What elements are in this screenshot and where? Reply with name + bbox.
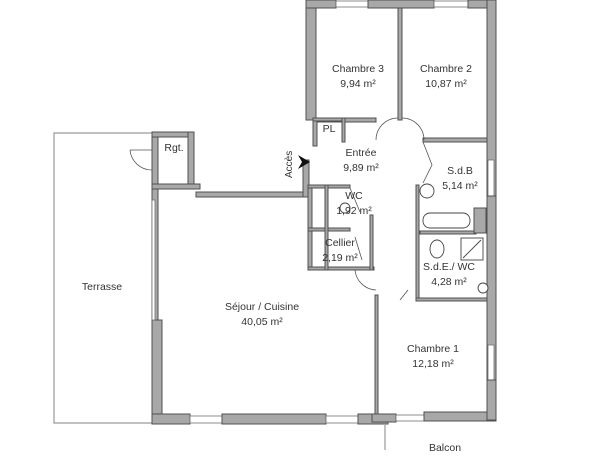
- room-sejour-cuisine: Séjour / Cuisine 40,05 m²: [225, 300, 299, 330]
- room-area: 9,94 m²: [340, 78, 376, 90]
- wall: [423, 411, 497, 422]
- room-pl: PL: [323, 122, 336, 137]
- room-area: 40,05 m²: [241, 316, 283, 328]
- wall: [307, 227, 351, 232]
- room-area: 2,19 m²: [322, 252, 358, 264]
- wall: [374, 294, 379, 416]
- wall: [422, 137, 488, 143]
- wall: [312, 117, 318, 147]
- room-name: Chambre 1: [407, 343, 459, 355]
- room-terrasse: Terrasse: [82, 280, 122, 295]
- room-area: 1,92 m²: [336, 205, 372, 217]
- sink-icon: [477, 282, 489, 294]
- wall: [419, 230, 477, 235]
- door-swing: [129, 149, 153, 171]
- window: [487, 159, 495, 197]
- room-name: Balcon: [428, 442, 462, 454]
- room-chambre-3: Chambre 3 9,94 m²: [332, 62, 384, 92]
- door-leaf: [354, 236, 363, 261]
- sink-icon: [419, 183, 435, 199]
- wall: [187, 131, 195, 188]
- window: [325, 415, 359, 424]
- room-cellier: Cellier 2,19 m²: [322, 236, 358, 266]
- toilet-icon: [429, 239, 445, 259]
- room-area: 4,28 m²: [431, 276, 467, 288]
- room-name: Terrasse: [81, 281, 123, 293]
- room-balcon: Balcon: [429, 441, 461, 456]
- wall: [324, 184, 329, 271]
- window: [189, 415, 223, 424]
- room-chambre-2: Chambre 2 10,87 m²: [420, 62, 472, 92]
- room-name: S.d.B: [447, 165, 473, 177]
- room-name: PL: [322, 123, 336, 135]
- door-leaf: [399, 289, 409, 301]
- room-sde-wc: S.d.E./ WC 4,28 m²: [423, 260, 475, 290]
- toilet-icon: [339, 202, 351, 214]
- entry-arrow-icon: [298, 155, 310, 169]
- wall: [341, 117, 346, 143]
- room-sdb: S.d.B 5,14 m²: [442, 164, 478, 194]
- door-swing: [354, 269, 377, 291]
- wall: [415, 297, 488, 302]
- door-swing: [401, 117, 425, 141]
- room-chambre-1: Chambre 1 12,18 m²: [407, 342, 459, 372]
- wall: [486, 379, 497, 421]
- room-name: S.d.E./ WC: [423, 261, 475, 273]
- room-name: Entrée: [345, 147, 377, 159]
- room-rgt: Rgt.: [164, 141, 183, 156]
- window: [395, 414, 425, 422]
- room-name: Cellier: [325, 237, 355, 249]
- room-wc: WC 1,92 m²: [336, 189, 372, 219]
- room-entree: Entrée 9,89 m²: [343, 146, 379, 176]
- access-label: Accès: [284, 150, 295, 178]
- terrasse-outline: [53, 132, 153, 424]
- room-name: WC: [345, 190, 363, 202]
- room-name: Rgt.: [164, 142, 184, 154]
- wall: [305, 0, 337, 9]
- room-area: 10,87 m²: [425, 78, 467, 90]
- wall: [151, 413, 191, 425]
- wall: [307, 184, 351, 189]
- wall: [397, 7, 403, 121]
- door-leaf: [349, 187, 361, 213]
- door-leaf: [422, 141, 433, 184]
- window: [151, 199, 156, 321]
- wall: [415, 184, 420, 301]
- bathtub-icon: [422, 212, 471, 229]
- window: [487, 344, 495, 382]
- wall: [151, 319, 163, 425]
- wall: [195, 191, 309, 198]
- wall: [307, 266, 375, 271]
- room-area: 12,18 m²: [412, 358, 454, 370]
- wall: [221, 413, 327, 425]
- room-name: Chambre 2: [420, 63, 472, 75]
- wall: [371, 413, 397, 423]
- window: [433, 0, 469, 8]
- wall: [312, 117, 346, 122]
- room-area: 9,89 m²: [343, 162, 379, 174]
- wall: [369, 214, 374, 271]
- room-name: Séjour / Cuisine: [224, 301, 300, 313]
- room-area: 5,14 m²: [442, 180, 478, 192]
- window: [335, 0, 369, 8]
- wall: [367, 0, 435, 9]
- wall: [151, 183, 201, 190]
- room-name: Chambre 3: [332, 63, 384, 75]
- door-swing: [375, 117, 399, 141]
- wall: [305, 0, 317, 121]
